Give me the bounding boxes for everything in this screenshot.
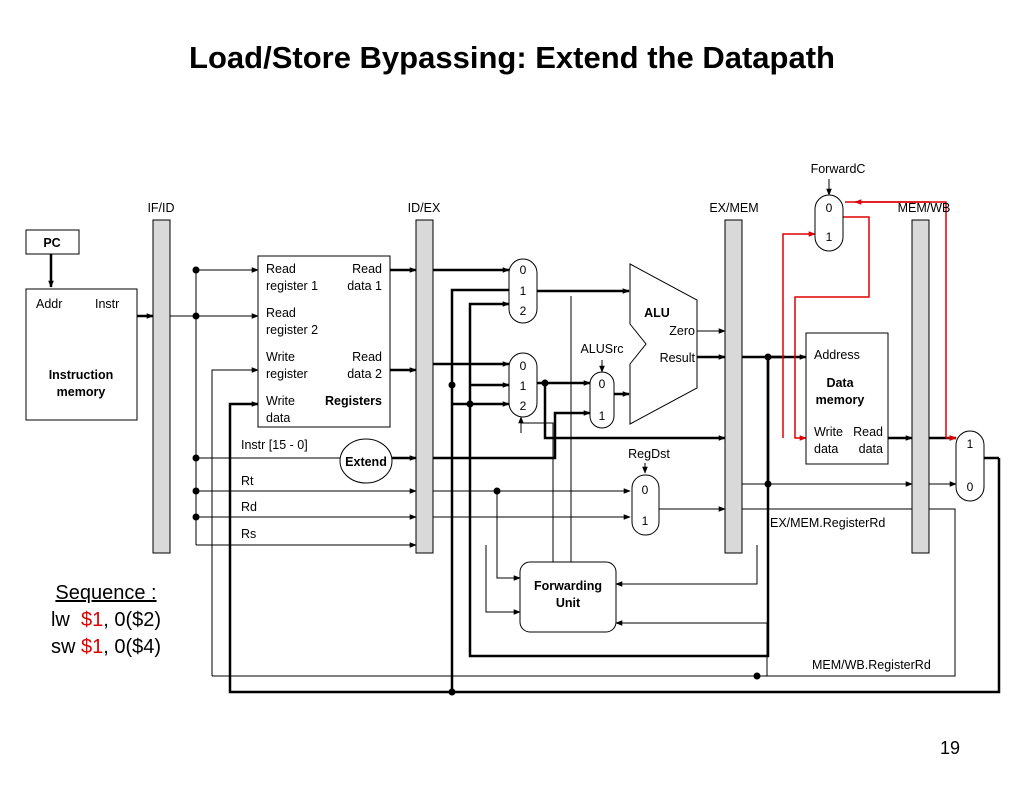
- pc-label: PC: [43, 236, 60, 250]
- wb-mux-input-0: 0: [967, 480, 974, 494]
- rt-label: Rt: [241, 474, 254, 488]
- thick-wires: [48, 254, 1001, 694]
- id-ex-register: [415, 219, 434, 554]
- imem-title-1: Instruction: [49, 368, 114, 382]
- forwarding-unit: Forwarding Unit: [519, 561, 617, 633]
- alusrc-input-1: 1: [599, 409, 606, 423]
- regdst-input-0: 0: [642, 483, 649, 497]
- alusrc-input-0: 0: [599, 377, 606, 391]
- wb-mux-input-1: 1: [967, 437, 974, 451]
- regdst-input-1: 1: [642, 514, 649, 528]
- alu-result-label: Result: [660, 351, 696, 365]
- forward-mux-a: 0 1 2: [508, 258, 538, 324]
- alu-zero-label: Zero: [669, 324, 695, 338]
- read-reg1-label-2: register 1: [266, 279, 318, 293]
- pc-block: PC: [25, 229, 80, 255]
- alu: ALU Zero Result: [629, 263, 698, 425]
- extend-label: Extend: [345, 455, 387, 469]
- dmem-read-label: Read: [853, 425, 883, 439]
- rd-label: Rd: [241, 500, 257, 514]
- regdst-label: RegDst: [628, 447, 670, 461]
- register-file: Read register 1 Read data 1 Read registe…: [257, 255, 391, 428]
- forwardc-path: [782, 199, 957, 441]
- forwarding-unit-title-2: Unit: [556, 596, 581, 610]
- sequence-line-1: lw $1, 0($2): [26, 607, 186, 634]
- mem-wb-label: MEM/WB: [898, 201, 951, 215]
- dmem-title-1: Data: [826, 376, 854, 390]
- alu-label: ALU: [644, 306, 670, 320]
- seq1-reg: $1: [80, 609, 104, 631]
- mem-wb-register: [911, 219, 930, 554]
- mux-a-input-0: 0: [520, 263, 527, 277]
- registers-title: Registers: [325, 394, 382, 408]
- forwarding-unit-title-1: Forwarding: [534, 579, 602, 593]
- mux-b-input-2: 2: [520, 399, 527, 413]
- forward-mux-b: 0 1 2: [508, 352, 538, 418]
- read-reg2-label: Read: [266, 306, 296, 320]
- if-id-label: IF/ID: [147, 201, 174, 215]
- forwardc-label: ForwardC: [811, 162, 866, 176]
- thin-wires: [170, 179, 957, 677]
- write-reg-label-2: register: [266, 367, 308, 381]
- seq1-op: lw: [50, 609, 70, 631]
- sign-extend: Instr [15 - 0] Extend: [241, 438, 393, 484]
- write-data-label: Write: [266, 394, 295, 408]
- read-data2-label-2: data 2: [347, 367, 382, 381]
- alusrc-mux: ALUSrc 0 1: [580, 342, 624, 429]
- dmem-title-2: memory: [816, 393, 865, 407]
- read-data1-label-2: data 1: [347, 279, 382, 293]
- write-reg-label: Write: [266, 350, 295, 364]
- ex-mem-register: [724, 219, 743, 554]
- if-id-register: [152, 219, 171, 554]
- alusrc-label: ALUSrc: [580, 342, 623, 356]
- forwardc-input-0: 0: [826, 201, 833, 215]
- junction-dots: [192, 266, 772, 696]
- sequence-line-2: sw $1, 0($4): [26, 634, 186, 661]
- regdst-mux: RegDst 0 1: [628, 447, 670, 536]
- ex-mem-registerrd-label: EX/MEM.RegisterRd: [770, 516, 885, 530]
- mux-a-input-1: 1: [520, 284, 527, 298]
- instr-field-label: Instr [15 - 0]: [241, 438, 308, 452]
- forwardc-mux: ForwardC 0 1: [811, 162, 866, 252]
- mux-b-input-0: 0: [520, 359, 527, 373]
- imem-instr-label: Instr: [95, 297, 119, 311]
- slide-title: Load/Store Bypassing: Extend the Datapat…: [189, 40, 835, 75]
- mux-a-input-2: 2: [520, 304, 527, 318]
- data-memory: Address Data memory Write data Read data: [805, 332, 889, 465]
- mem-wb-registerrd-label: MEM/WB.RegisterRd: [812, 658, 931, 672]
- seq2-op: sw: [50, 636, 76, 658]
- ex-mem-label: EX/MEM: [709, 201, 758, 215]
- read-data2-label: Read: [352, 350, 382, 364]
- write-data-label-2: data: [266, 411, 290, 425]
- dmem-write-label-2: data: [814, 442, 838, 456]
- dmem-address-label: Address: [814, 348, 860, 362]
- seq1-rest: , 0($2): [103, 609, 162, 631]
- dmem-write-label: Write: [814, 425, 843, 439]
- read-reg1-label: Read: [266, 262, 296, 276]
- instruction-memory: Addr Instr Instruction memory: [25, 288, 138, 421]
- rs-label: Rs: [241, 527, 256, 541]
- pipeline-registers: IF/ID ID/EX EX/MEM MEM/WB: [147, 201, 951, 554]
- imem-title-2: memory: [57, 385, 106, 399]
- sequence-heading: Sequence :: [55, 582, 157, 604]
- page-number: 19: [940, 738, 961, 758]
- instruction-sequence: Sequence : lw $1, 0($2) sw $1, 0($4): [26, 580, 186, 661]
- read-reg2-label-2: register 2: [266, 323, 318, 337]
- seq2-reg: $1: [80, 636, 104, 658]
- imem-addr-label: Addr: [36, 297, 62, 311]
- writeback-mux: 1 0: [955, 430, 985, 502]
- forwardc-input-1: 1: [826, 230, 833, 244]
- mux-b-input-1: 1: [520, 379, 527, 393]
- id-ex-label: ID/EX: [408, 201, 441, 215]
- dmem-read-label-2: data: [859, 442, 883, 456]
- read-data1-label: Read: [352, 262, 382, 276]
- seq2-rest: , 0($4): [103, 636, 162, 658]
